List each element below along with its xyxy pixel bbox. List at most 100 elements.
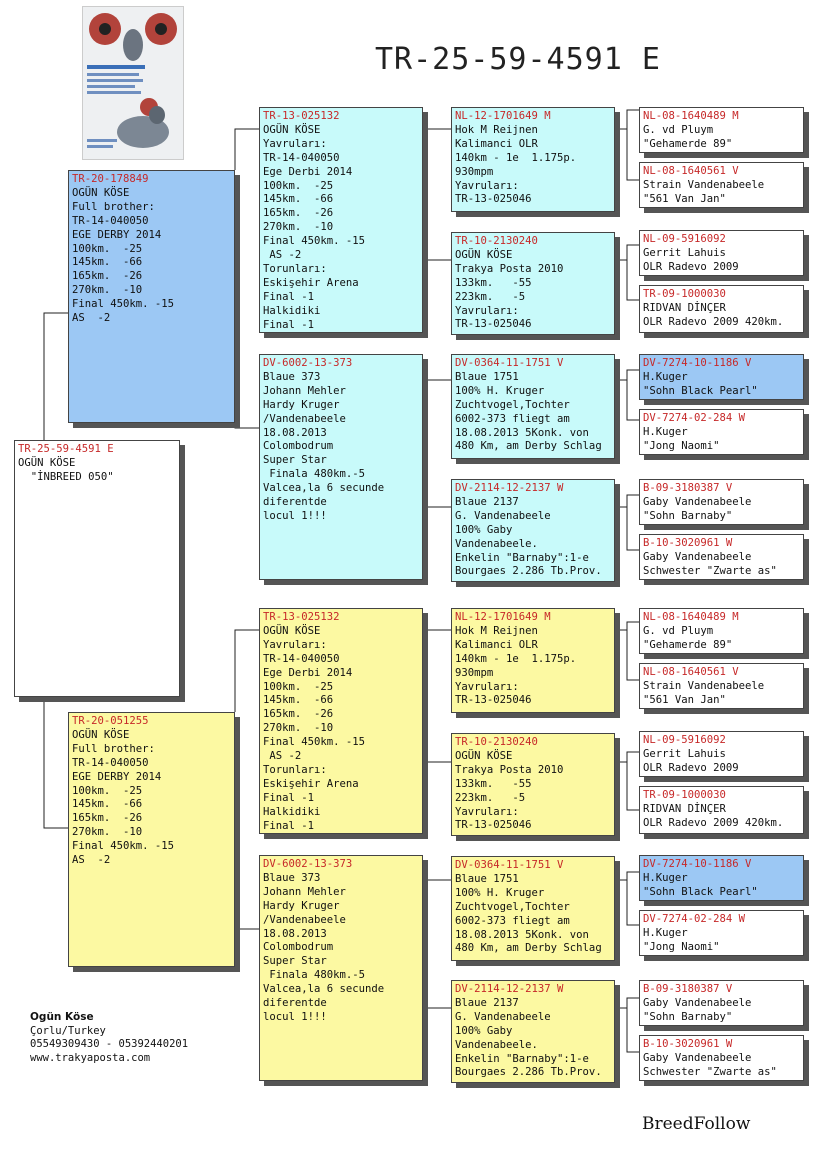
ancestor-card-7[interactable]: B-09-3180387 V Gaby Vandenabeele "Sohn B… bbox=[639, 479, 804, 525]
info-line: RIDVAN DİNÇER bbox=[643, 802, 726, 815]
subject-card[interactable]: TR-25-59-4591 E OGÜN KÖSE "İNBREED 050" bbox=[14, 440, 180, 697]
ancestor-card-13[interactable]: DV-7274-10-1186 V H.Kuger "Sohn Black Pe… bbox=[639, 855, 804, 901]
great-grandparent-card-2[interactable]: TR-10-2130240 OGÜN KÖSE Trakya Posta 201… bbox=[451, 232, 615, 335]
ancestor-card-9[interactable]: NL-08-1640489 M G. vd Pluym "Gehamerde 8… bbox=[639, 608, 804, 654]
great-grandparent-card-8[interactable]: DV-2114-12-2137 W Blaue 2137 G. Vandenab… bbox=[451, 980, 615, 1083]
info-line: OGÜN KÖSE bbox=[72, 728, 130, 741]
ancestor-card-4[interactable]: TR-09-1000030 RIDVAN DİNÇER OLR Radevo 2… bbox=[639, 285, 804, 333]
info-line: Yavruları: bbox=[455, 304, 519, 317]
info-line: Ege Derbi 2014 bbox=[263, 666, 353, 679]
info-line: Johann Mehler bbox=[263, 885, 346, 898]
ring-number: B-09-3180387 V bbox=[643, 983, 733, 995]
ancestor-card-16[interactable]: B-10-3020961 W Gaby Vandenabeele Schwest… bbox=[639, 1035, 804, 1081]
ancestor-card-11[interactable]: NL-09-5916092 Gerrit Lahuis OLR Radevo 2… bbox=[639, 731, 804, 777]
info-line: Final -1 bbox=[263, 290, 315, 303]
info-line: Hardy Kruger bbox=[263, 899, 340, 912]
grandparent-card-4[interactable]: DV-6002-13-373 Blaue 373 Johann Mehler H… bbox=[259, 855, 423, 1081]
ancestor-card-6[interactable]: DV-7274-02-284 W H.Kuger "Jong Naomi" bbox=[639, 409, 804, 455]
grandparent-card-1[interactable]: TR-13-025132 OGÜN KÖSE Yavruları: TR-14-… bbox=[259, 107, 423, 333]
info-line: H.Kuger bbox=[643, 370, 688, 383]
info-line: locul 1!!! bbox=[263, 509, 327, 522]
info-line: "Sohn Barnaby" bbox=[643, 509, 733, 522]
info-line: Schwester "Zwarte as" bbox=[643, 1065, 777, 1078]
ancestor-card-2[interactable]: NL-08-1640561 V Strain Vandenabeele "561… bbox=[639, 162, 804, 208]
ancestor-card-12[interactable]: TR-09-1000030 RIDVAN DİNÇER OLR Radevo 2… bbox=[639, 786, 804, 834]
ancestor-card-1[interactable]: NL-08-1640489 M G. vd Pluym "Gehamerde 8… bbox=[639, 107, 804, 153]
info-line: Strain Vandenabeele bbox=[643, 679, 765, 692]
great-grandparent-card-1[interactable]: NL-12-1701649 M Hok M Reijnen Kalimanci … bbox=[451, 107, 615, 212]
info-line: Final 450km. -15 bbox=[72, 298, 175, 311]
ring-number: DV-7274-10-1186 V bbox=[643, 858, 752, 870]
info-line: Final 450km. -15 bbox=[263, 235, 366, 248]
ancestor-card-3[interactable]: NL-09-5916092 Gerrit Lahuis OLR Radevo 2… bbox=[639, 230, 804, 276]
info-line: Final -1 bbox=[263, 318, 315, 331]
ring-number: DV-2114-12-2137 W bbox=[455, 983, 564, 995]
info-line: Yavruları: bbox=[455, 805, 519, 818]
info-line: Zuchtvogel,Tochter bbox=[455, 900, 570, 913]
info-line: diferentde bbox=[263, 496, 327, 509]
info-line: 140km - 1e 1.175p. bbox=[455, 652, 577, 665]
great-grandparent-card-4[interactable]: DV-2114-12-2137 W Blaue 2137 G. Vandenab… bbox=[451, 479, 615, 582]
ancestor-card-5[interactable]: DV-7274-10-1186 V H.Kuger "Sohn Black Pe… bbox=[639, 354, 804, 400]
pigeon-photo-image bbox=[83, 7, 183, 159]
info-line: "561 Van Jan" bbox=[643, 192, 726, 205]
info-line: OGÜN KÖSE bbox=[263, 624, 321, 637]
info-line: Halkidiki bbox=[263, 805, 321, 818]
grandparent-card-3[interactable]: TR-13-025132 OGÜN KÖSE Yavruları: TR-14-… bbox=[259, 608, 423, 834]
info-line: Vandenabeele. bbox=[455, 1038, 538, 1051]
info-line: H.Kuger bbox=[643, 425, 688, 438]
info-line: locul 1!!! bbox=[263, 1010, 327, 1023]
ancestor-card-14[interactable]: DV-7274-02-284 W H.Kuger "Jong Naomi" bbox=[639, 910, 804, 956]
info-line: 223km. -5 bbox=[455, 791, 526, 804]
great-grandparent-card-5[interactable]: NL-12-1701649 M Hok M Reijnen Kalimanci … bbox=[451, 608, 615, 713]
info-line: Super Star bbox=[263, 454, 327, 467]
info-line: Yavruları: bbox=[455, 179, 519, 192]
ring-number: DV-2114-12-2137 W bbox=[455, 482, 564, 494]
info-line: Colombodrum bbox=[263, 941, 334, 954]
breeder-website[interactable]: www.trakyaposta.com bbox=[30, 1051, 151, 1064]
info-line: TR-14-040050 bbox=[263, 652, 340, 665]
info-line: Blaue 373 bbox=[263, 370, 321, 383]
info-line: TR-14-040050 bbox=[263, 151, 340, 164]
info-line: 145km. -66 bbox=[72, 798, 143, 811]
ancestor-card-15[interactable]: B-09-3180387 V Gaby Vandenabeele "Sohn B… bbox=[639, 980, 804, 1026]
breeder-contact: Ogün Köse Çorlu/Turkey 05549309430 - 053… bbox=[30, 1011, 188, 1065]
info-line: TR-13-025046 bbox=[455, 318, 532, 331]
info-line: Yavruları: bbox=[263, 638, 327, 651]
info-line: TR-14-040050 bbox=[72, 214, 149, 227]
info-line: Finala 480km.-5 bbox=[263, 468, 366, 481]
info-line: Yavruları: bbox=[455, 680, 519, 693]
pigeon-photo-card bbox=[82, 6, 184, 160]
info-line: /Vandenabeele bbox=[263, 913, 346, 926]
owner-line: OGÜN KÖSE bbox=[18, 456, 76, 469]
breeder-phones: 05549309430 - 05392440201 bbox=[30, 1038, 189, 1050]
ring-number: B-09-3180387 V bbox=[643, 482, 733, 494]
great-grandparent-card-3[interactable]: DV-0364-11-1751 V Blaue 1751 100% H. Kru… bbox=[451, 354, 615, 459]
info-line: "Jong Naomi" bbox=[643, 940, 720, 953]
ancestor-card-10[interactable]: NL-08-1640561 V Strain Vandenabeele "561… bbox=[639, 663, 804, 709]
info-line: H.Kuger bbox=[643, 926, 688, 939]
ring-number: TR-10-2130240 bbox=[455, 235, 538, 247]
ring-number: B-10-3020961 W bbox=[643, 537, 733, 549]
great-grandparent-card-7[interactable]: DV-0364-11-1751 V Blaue 1751 100% H. Kru… bbox=[451, 856, 615, 961]
info-line: Blaue 1751 bbox=[455, 370, 519, 383]
info-line: 165km. -26 bbox=[72, 270, 143, 283]
great-grandparent-card-6[interactable]: TR-10-2130240 OGÜN KÖSE Trakya Posta 201… bbox=[451, 733, 615, 836]
info-line: AS -2 bbox=[263, 750, 302, 763]
info-line: 100% H. Kruger bbox=[455, 886, 545, 899]
ancestor-card-8[interactable]: B-10-3020961 W Gaby Vandenabeele Schwest… bbox=[639, 534, 804, 580]
info-line: 140km - 1e 1.175p. bbox=[455, 151, 577, 164]
sire-card[interactable]: TR-20-178849 OGÜN KÖSE Full brother: TR-… bbox=[68, 170, 235, 423]
grandparent-card-2[interactable]: DV-6002-13-373 Blaue 373 Johann Mehler H… bbox=[259, 354, 423, 580]
info-line: TR-13-025046 bbox=[455, 819, 532, 832]
info-line: Blaue 2137 bbox=[455, 495, 519, 508]
info-line: 100% Gaby bbox=[455, 1024, 513, 1037]
info-line: 100km. -25 bbox=[263, 680, 334, 693]
dam-card[interactable]: TR-20-051255 OGÜN KÖSE Full brother: TR-… bbox=[68, 712, 235, 967]
info-line: 6002-373 fliegt am bbox=[455, 914, 570, 927]
info-line: "Sohn Black Pearl" bbox=[643, 384, 758, 397]
ring-number: TR-20-178849 bbox=[72, 173, 149, 185]
breeder-location: Çorlu/Turkey bbox=[30, 1024, 106, 1037]
ring-number: TR-13-025132 bbox=[263, 110, 340, 122]
